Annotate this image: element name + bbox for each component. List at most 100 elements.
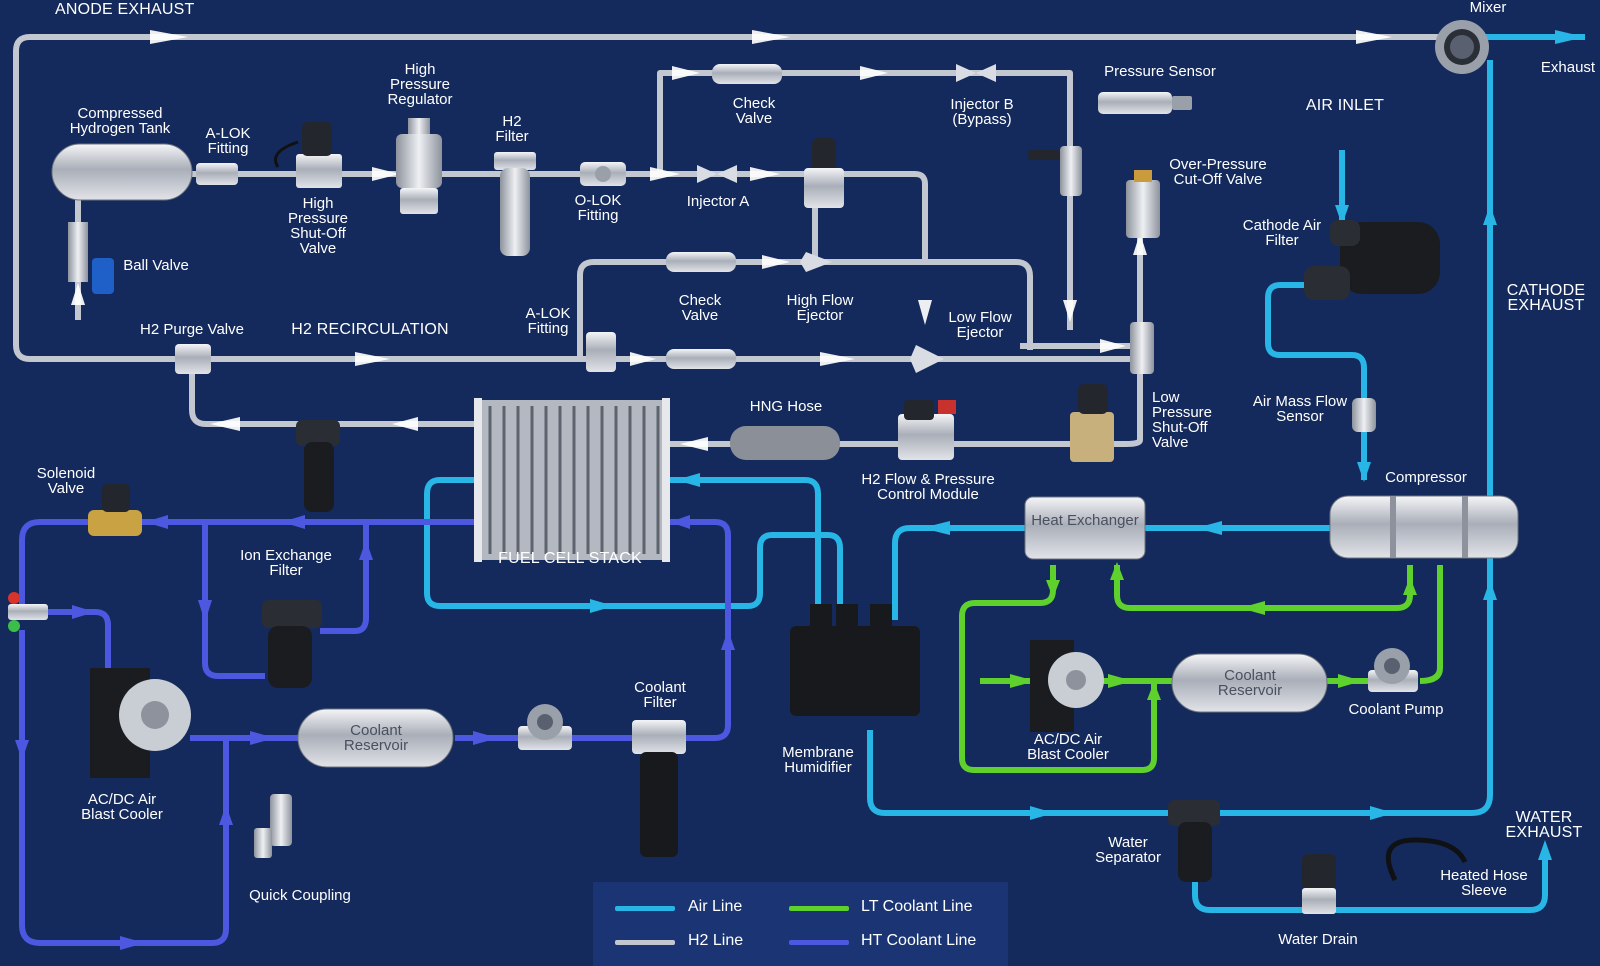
- control-module-icon: [898, 400, 956, 460]
- mixer-label: Mixer: [1469, 0, 1507, 16]
- ion-exchange-filter-icon: [262, 600, 322, 688]
- high-flow-ejector-label: High Flow Ejector: [786, 292, 854, 324]
- check-valve-icon: [666, 349, 736, 369]
- water-separator-label: Water Separator: [1095, 834, 1161, 866]
- membrane-humidifier-label: Membrane Humidifier: [782, 744, 854, 776]
- coolant-pump-label: Coolant Pump: [1348, 701, 1444, 718]
- low-pressure-valve-icon: [1070, 384, 1114, 462]
- legend-h2-line: H2 Line: [688, 932, 744, 949]
- h2-purge-valve-icon: [175, 344, 211, 374]
- coolant-reservoir-left-label: Coolant Reservoir: [343, 722, 409, 754]
- ht-coolant-line-swatch: [789, 940, 849, 945]
- h2-flow-pressure-control-module-label: H2 Flow & Pressure Control Module: [861, 471, 995, 503]
- high-flow-ejector-icon: [800, 252, 832, 272]
- membrane-humidifier-icon: [790, 604, 920, 716]
- solenoid-valve-label: Solenoid Valve: [36, 465, 96, 497]
- air-blast-cooler-icon: [1030, 640, 1104, 732]
- check-valve-top-label: Check Valve: [732, 95, 776, 127]
- manual-valve-icon: [1028, 146, 1082, 196]
- check-valve-mid-label: Check Valve: [678, 292, 722, 324]
- air-blast-cooler-icon: [90, 668, 191, 778]
- fuel-cell-stack-label: FUEL CELL STACK: [498, 550, 642, 567]
- ion-exchange-filter-label: Ion Exchange Filter: [240, 547, 332, 579]
- injector-a-label: Injector A: [686, 193, 750, 210]
- h2-purge-valve-label: H2 Purge Valve: [140, 321, 244, 338]
- pressure-sensor-label: Pressure Sensor: [1104, 63, 1216, 80]
- cathode-air-filter-icon: [1304, 220, 1440, 300]
- hng-hose-label: HNG Hose: [749, 398, 823, 415]
- coolant-filter-label: Coolant Filter: [634, 679, 686, 711]
- coolant-reservoir-icon: [297, 708, 454, 768]
- water-separator-icon: [1168, 800, 1220, 882]
- compressor-label: Compressor: [1385, 469, 1467, 486]
- h2-recirculation-label: H2 RECIRCULATION: [291, 321, 449, 338]
- o-lok-fitting-icon: [580, 162, 626, 186]
- h2-filter-label: H2 Filter: [495, 113, 529, 145]
- cathode-air-filter-label: Cathode Air Filter: [1242, 217, 1322, 249]
- fitting-icon: [1130, 322, 1154, 374]
- low-flow-ejector-icon: [910, 345, 944, 373]
- low-flow-ejector-label: Low Flow Ejector: [948, 309, 1012, 341]
- heated-hose-sleeve-icon: [1385, 837, 1468, 882]
- pressure-regulator-icon: [396, 118, 442, 214]
- coolant-reservoir-icon: [1171, 653, 1328, 713]
- hng-hose-icon: [730, 426, 840, 460]
- a-lok-fitting-mid-label: A-LOK Fitting: [525, 305, 571, 337]
- lt-coolant-line-swatch: [789, 906, 849, 911]
- h2-line-swatch: [615, 940, 675, 945]
- check-valve-icon: [712, 64, 782, 84]
- injector-a-icon: [697, 165, 737, 183]
- injector-b-icon: [956, 64, 996, 82]
- compressor-icon: [1329, 495, 1519, 559]
- lt-flow-arrows: [1010, 562, 1417, 700]
- check-valve-icon: [666, 252, 736, 272]
- solenoid-valve-icon: [88, 484, 142, 536]
- ball-valve-label: Ball Valve: [123, 257, 189, 274]
- hydrogen-tank-label: Compressed Hydrogen Tank: [69, 105, 171, 137]
- coolant-reservoir-right-label: Coolant Reservoir: [1217, 667, 1283, 699]
- air-mass-flow-sensor-icon: [1352, 398, 1376, 432]
- exhaust-label: Exhaust: [1540, 59, 1596, 76]
- flow-arrows: [71, 30, 1392, 451]
- air-lines: [424, 34, 1585, 913]
- high-pressure-shutoff-valve-label: High Pressure Shut-Off Valve: [287, 195, 349, 257]
- shutoff-valve-icon: [274, 122, 342, 188]
- line-legend: Air Line LT Coolant Line H2 Line HT Cool…: [593, 882, 1008, 966]
- anode-exhaust-label: ANODE EXHAUST: [55, 1, 195, 18]
- water-exhaust-label: WATER EXHAUST: [1505, 809, 1583, 841]
- quick-coupling-icon: [254, 794, 292, 858]
- air-blast-cooler-right-label: AC/DC Air Blast Cooler: [1027, 731, 1109, 763]
- a-lok-fitting-icon: [586, 332, 616, 372]
- cathode-exhaust-label: CATHODE EXHAUST: [1506, 282, 1586, 314]
- air-inlet-label: AIR INLET: [1305, 97, 1385, 114]
- injector-solenoid-icon: [804, 138, 844, 208]
- legend-air-line: Air Line: [688, 898, 743, 915]
- over-pressure-cutoff-valve-label: Over-Pressure Cut-Off Valve: [1169, 156, 1267, 188]
- cartridge-filter-icon: [296, 420, 340, 512]
- heat-exchanger-icon: [1024, 496, 1146, 560]
- air-mass-flow-sensor-label: Air Mass Flow Sensor: [1252, 393, 1348, 425]
- low-pressure-shutoff-valve-label: Low Pressure Shut-Off Valve: [1152, 389, 1213, 451]
- heated-hose-sleeve-label: Heated Hose Sleeve: [1440, 867, 1528, 899]
- legend-lt-coolant-line: LT Coolant Line: [861, 898, 973, 915]
- injector-b-label: Injector B (Bypass): [950, 96, 1014, 128]
- a-lok-fitting-top-label: A-LOK Fitting: [205, 125, 251, 157]
- a-lok-fitting-icon: [196, 163, 238, 185]
- quick-coupling-label: Quick Coupling: [249, 887, 351, 904]
- air-blast-cooler-left-label: AC/DC Air Blast Cooler: [81, 791, 163, 823]
- heat-exchanger-label: Heat Exchanger: [1031, 512, 1139, 529]
- pump-icon: [518, 704, 572, 750]
- indicator-cross-icon: [8, 592, 48, 632]
- air-flow-arrows: [590, 30, 1585, 860]
- coolant-filter-icon: [632, 720, 686, 857]
- mixer-icon: [1435, 20, 1489, 74]
- ht-flow-arrows: [15, 515, 735, 950]
- o-lok-fitting-label: O-LOK Fitting: [574, 192, 622, 224]
- pressure-sensor-icon: [1098, 92, 1192, 114]
- over-pressure-valve-icon: [1126, 170, 1160, 238]
- legend-ht-coolant-line: HT Coolant Line: [861, 932, 977, 949]
- ball-valve-icon: [68, 222, 114, 294]
- water-drain-icon: [1302, 854, 1336, 914]
